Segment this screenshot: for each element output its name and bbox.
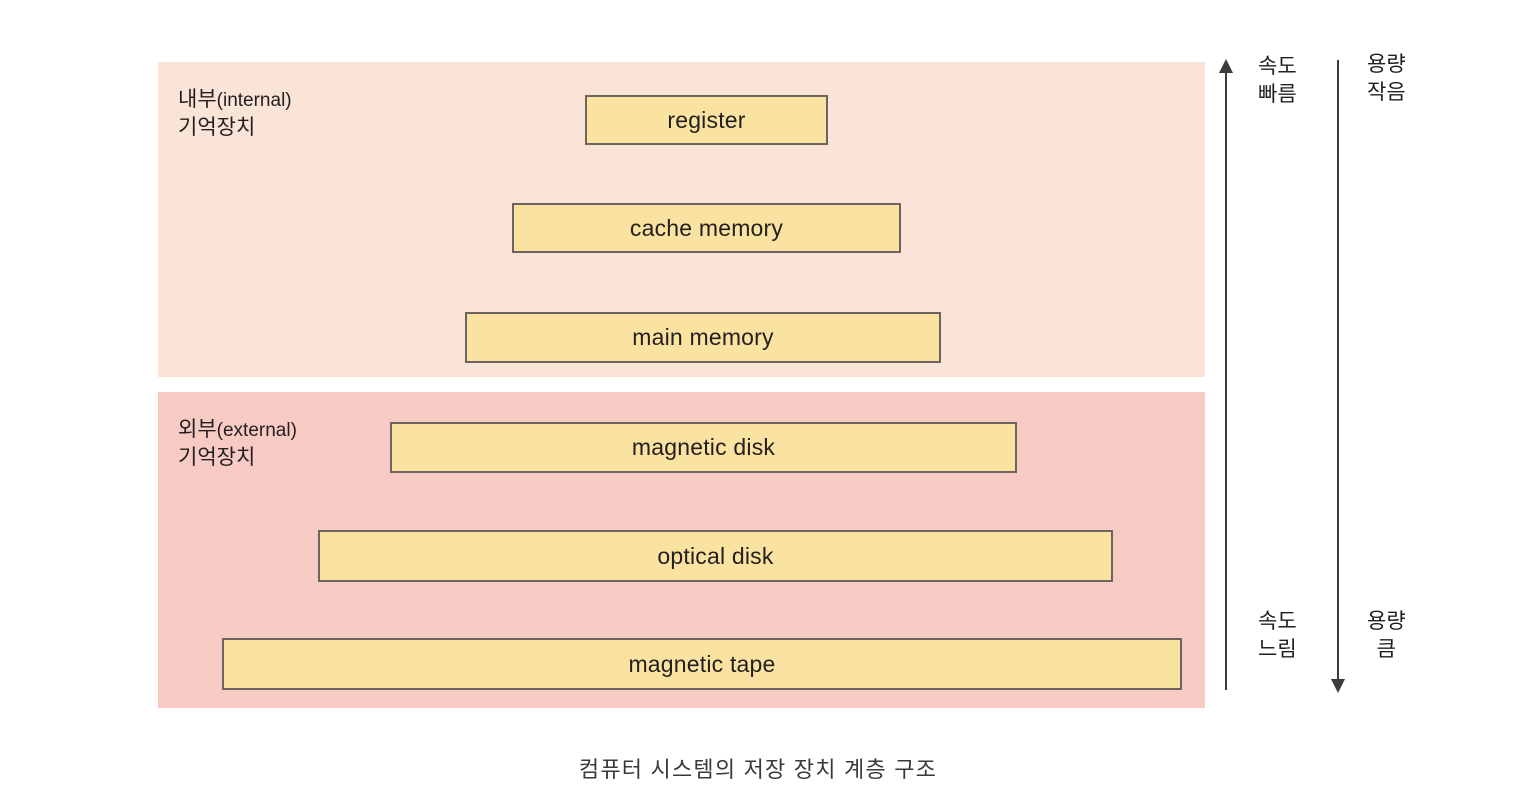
speed-fast-label-line2: 빠름 xyxy=(1258,83,1297,107)
hierarchy-bar-magnetic-tape[interactable]: magnetic tape xyxy=(222,638,1182,690)
capacity-small-label-line2: 작음 xyxy=(1367,81,1406,105)
capacity-large-label-line1: 용량 xyxy=(1367,610,1406,633)
capacity-small-label: 용량 작음 xyxy=(1367,51,1406,107)
diagram-caption: 컴퓨터 시스템의 저장 장치 계층 구조 xyxy=(578,757,938,782)
internal-label-line2: 기억장치 xyxy=(178,115,256,139)
arrow-down-icon xyxy=(1331,679,1345,693)
external-label-english: (external) xyxy=(216,420,297,441)
capacity-axis-line xyxy=(1337,60,1339,682)
capacity-large-label-line2: 큼 xyxy=(1376,638,1396,662)
capacity-small-label-line1: 용량 xyxy=(1367,53,1406,76)
external-label-line2: 기억장치 xyxy=(178,445,256,469)
capacity-large-label: 용량 큼 xyxy=(1367,608,1406,664)
internal-label-english: (internal) xyxy=(216,90,292,111)
internal-memory-panel-label: 내부(internal) 기억장치 xyxy=(178,86,292,141)
hierarchy-bar-magnetic-disk[interactable]: magnetic disk xyxy=(390,422,1017,473)
hierarchy-bar-optical-disk[interactable]: optical disk xyxy=(318,530,1113,582)
speed-axis-line xyxy=(1225,72,1227,690)
speed-fast-label-line1: 속도 xyxy=(1258,55,1297,78)
speed-slow-label-line1: 속도 xyxy=(1258,610,1297,633)
speed-fast-label: 속도 빠름 xyxy=(1258,53,1297,109)
speed-slow-label: 속도 느림 xyxy=(1258,608,1297,664)
external-memory-panel-label: 외부(external) 기억장치 xyxy=(178,416,297,471)
speed-slow-label-line2: 느림 xyxy=(1258,638,1297,662)
hierarchy-bar-register[interactable]: register xyxy=(585,95,828,145)
hierarchy-bar-main-memory[interactable]: main memory xyxy=(465,312,941,363)
external-label-korean: 외부 xyxy=(178,418,217,441)
arrow-up-icon xyxy=(1219,59,1233,73)
hierarchy-bar-cache-memory[interactable]: cache memory xyxy=(512,203,901,253)
internal-label-korean: 내부 xyxy=(178,88,217,111)
